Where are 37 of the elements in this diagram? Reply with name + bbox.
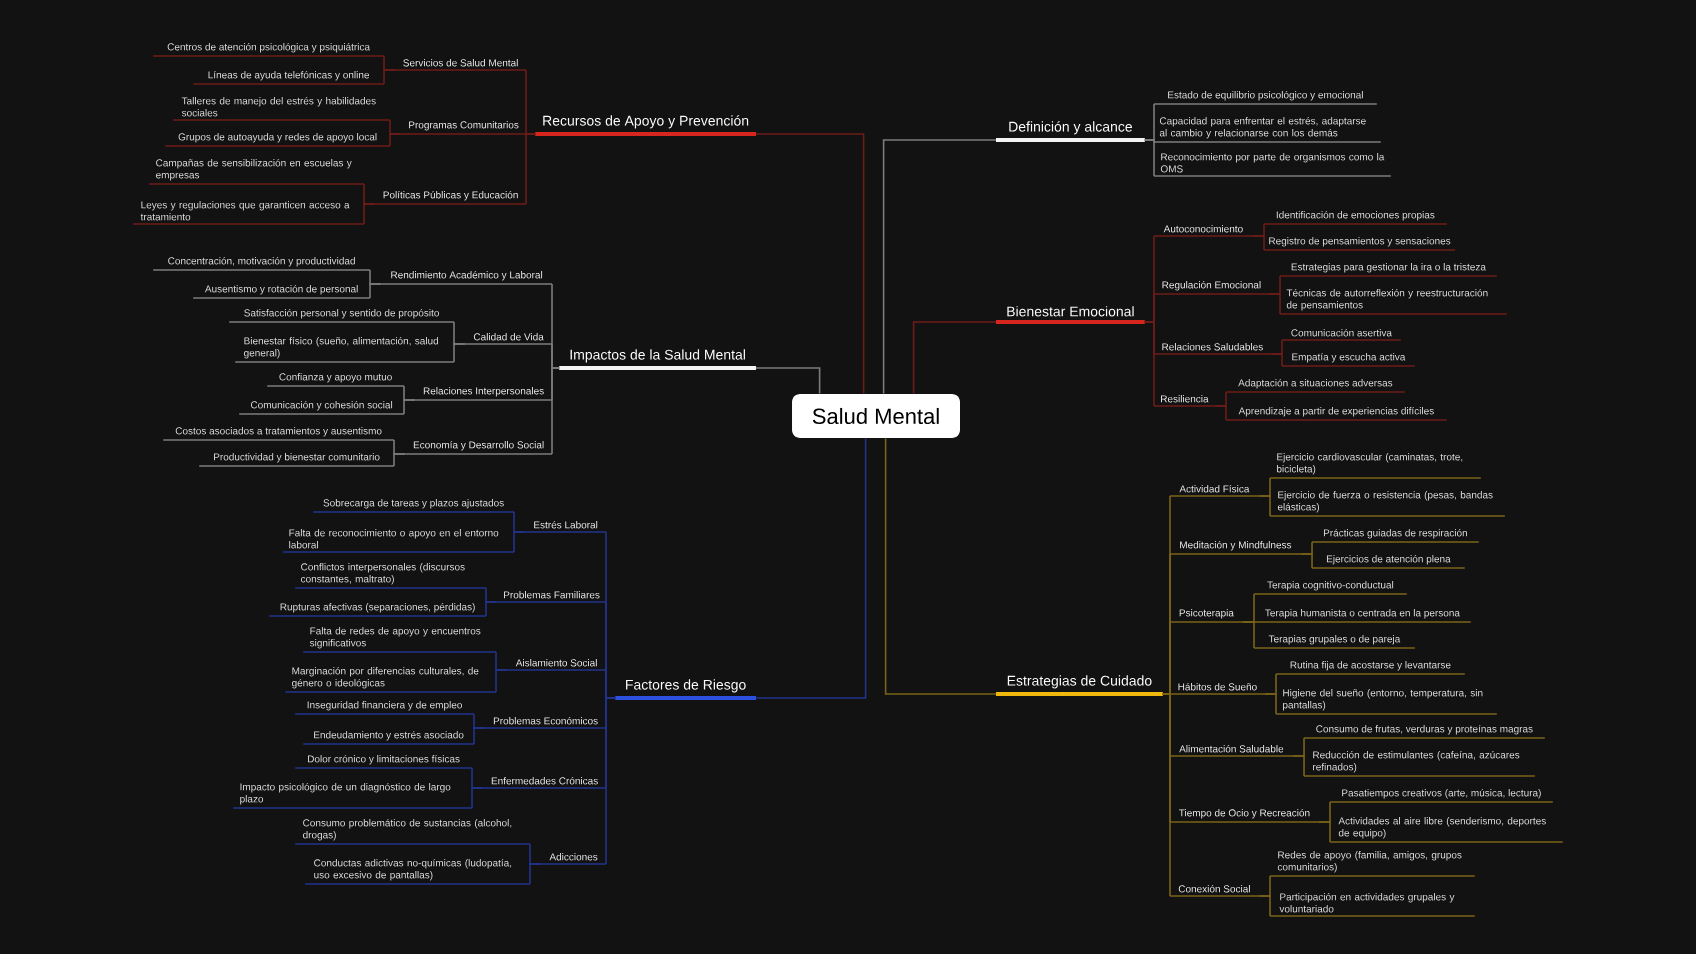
connector-line [471,787,484,809]
connector-line [473,727,486,745]
connector-line [884,437,997,695]
connector-line [1270,353,1283,367]
connector-line [551,367,560,455]
connector-line [1268,293,1281,315]
connector-line [1300,553,1313,569]
connector-line [882,139,997,395]
connector-line [755,437,867,699]
connector-line [393,453,406,467]
connector-line [529,863,542,885]
connector-line [1258,895,1271,917]
connector-line [1144,139,1155,177]
connector-line [1214,405,1227,421]
central-topic: Salud Mental [792,394,960,438]
connector-line [363,203,376,225]
connector-line [1162,693,1171,897]
connector-line [605,697,616,865]
connector-line [1264,693,1277,715]
connector-line [755,367,821,395]
connector-line [403,399,416,415]
connector-line [495,669,508,693]
connector-line [1242,621,1255,649]
connector-line [389,133,402,147]
connector-line [755,133,865,395]
connector-line [525,133,536,205]
connector-line [369,283,382,299]
connector-line [912,321,997,395]
connector-line [383,69,396,85]
connector-line [1258,495,1271,517]
connector-line [1292,755,1305,777]
connector-line [513,531,526,553]
connector-line [1252,235,1265,251]
connector-line [485,601,498,617]
connector-line [1144,321,1155,407]
connector-line [1318,821,1331,843]
connector-line [453,343,466,363]
